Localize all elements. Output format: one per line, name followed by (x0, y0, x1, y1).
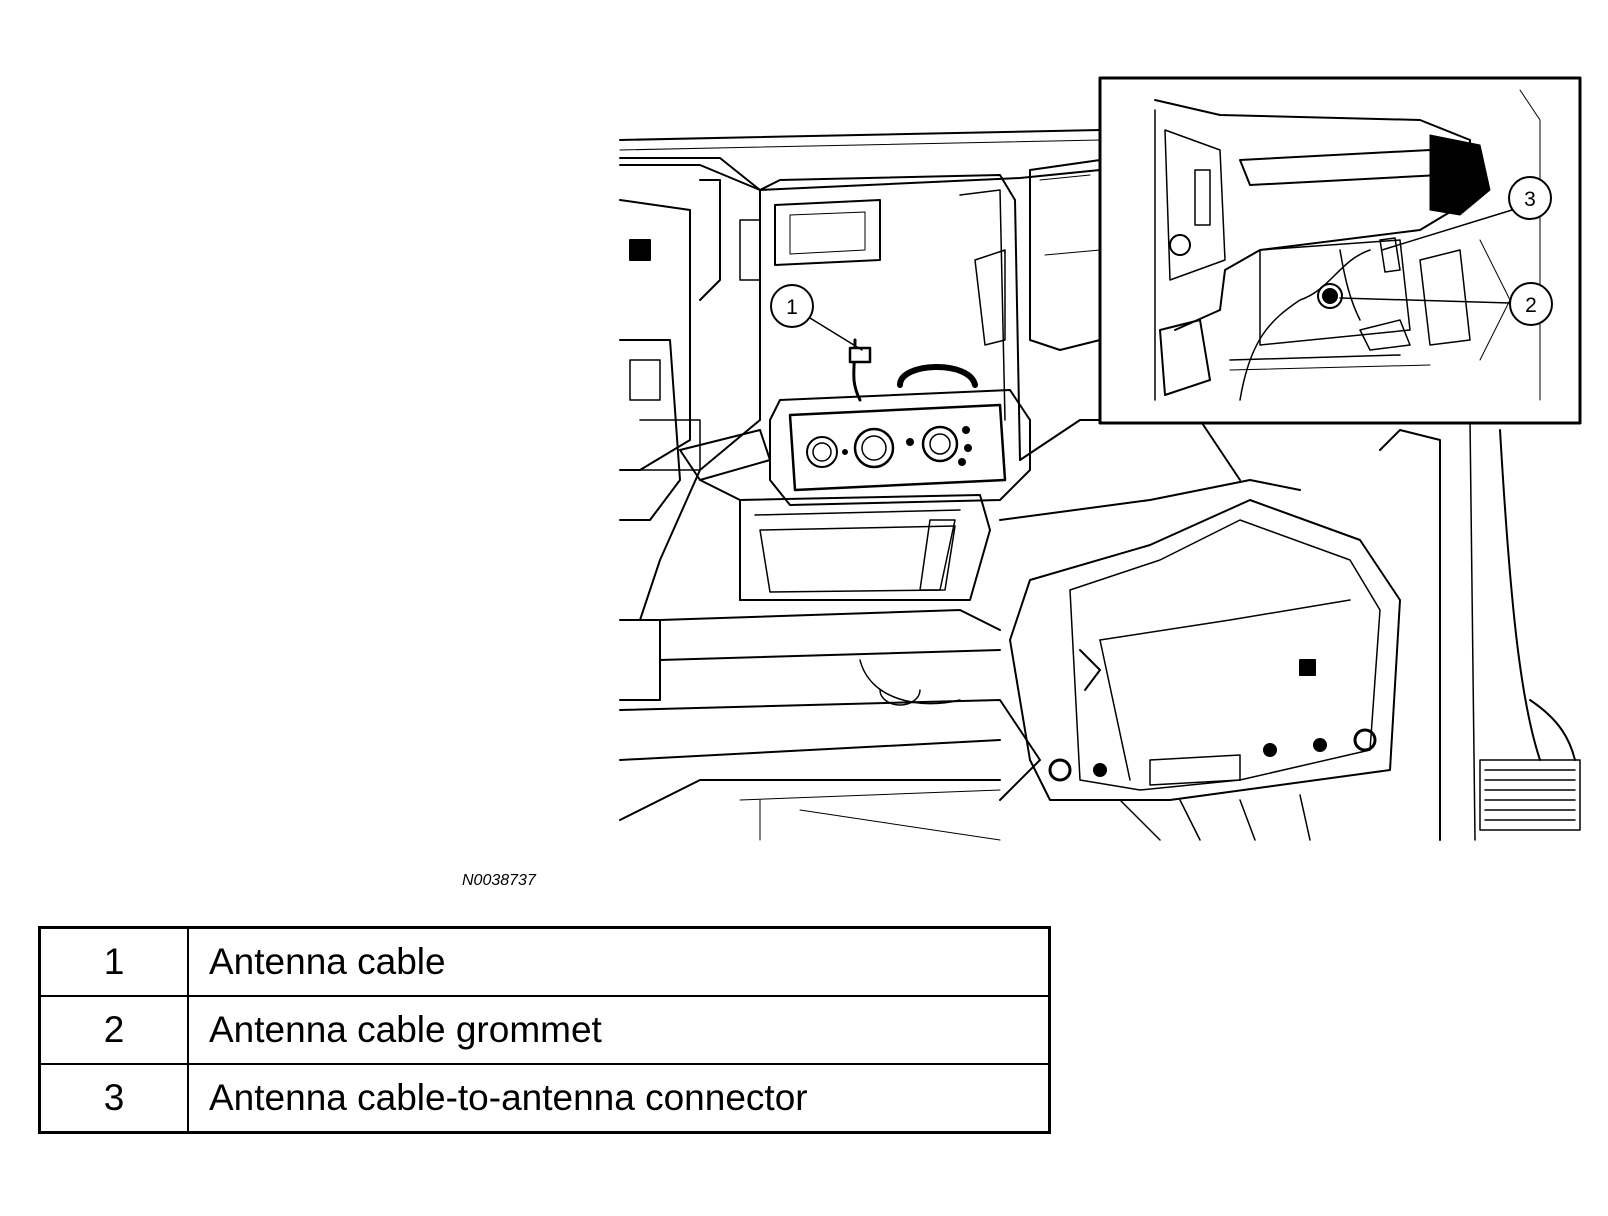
figure-id: N0038737 (462, 872, 536, 889)
table-row: 1 Antenna cable (38, 926, 1051, 997)
legend-number: 1 (38, 926, 189, 997)
legend-number: 2 (38, 995, 189, 1065)
callout-3: 3 (1381, 176, 1552, 251)
instrument-panel-drawing (619, 129, 1581, 841)
legend-number: 3 (38, 1063, 189, 1134)
callout-1-label: 1 (786, 296, 798, 319)
legend-description: Antenna cable grommet (187, 995, 1051, 1065)
legend-description: Antenna cable (187, 926, 1051, 997)
callout-3-label: 3 (1524, 188, 1536, 211)
callout-2: 2 (1339, 282, 1553, 326)
legend-table: 1 Antenna cable 2 Antenna cable grommet … (38, 926, 1051, 1134)
dashboard-illustration: 1 2 3 (619, 76, 1582, 841)
inset-detail-view (1098, 76, 1582, 425)
legend-description: Antenna cable-to-antenna connector (187, 1063, 1051, 1134)
table-row: 2 Antenna cable grommet (38, 995, 1051, 1065)
table-row: 3 Antenna cable-to-antenna connector (38, 1063, 1051, 1134)
callout-2-label: 2 (1525, 294, 1537, 317)
callout-1: 1 (770, 284, 863, 351)
